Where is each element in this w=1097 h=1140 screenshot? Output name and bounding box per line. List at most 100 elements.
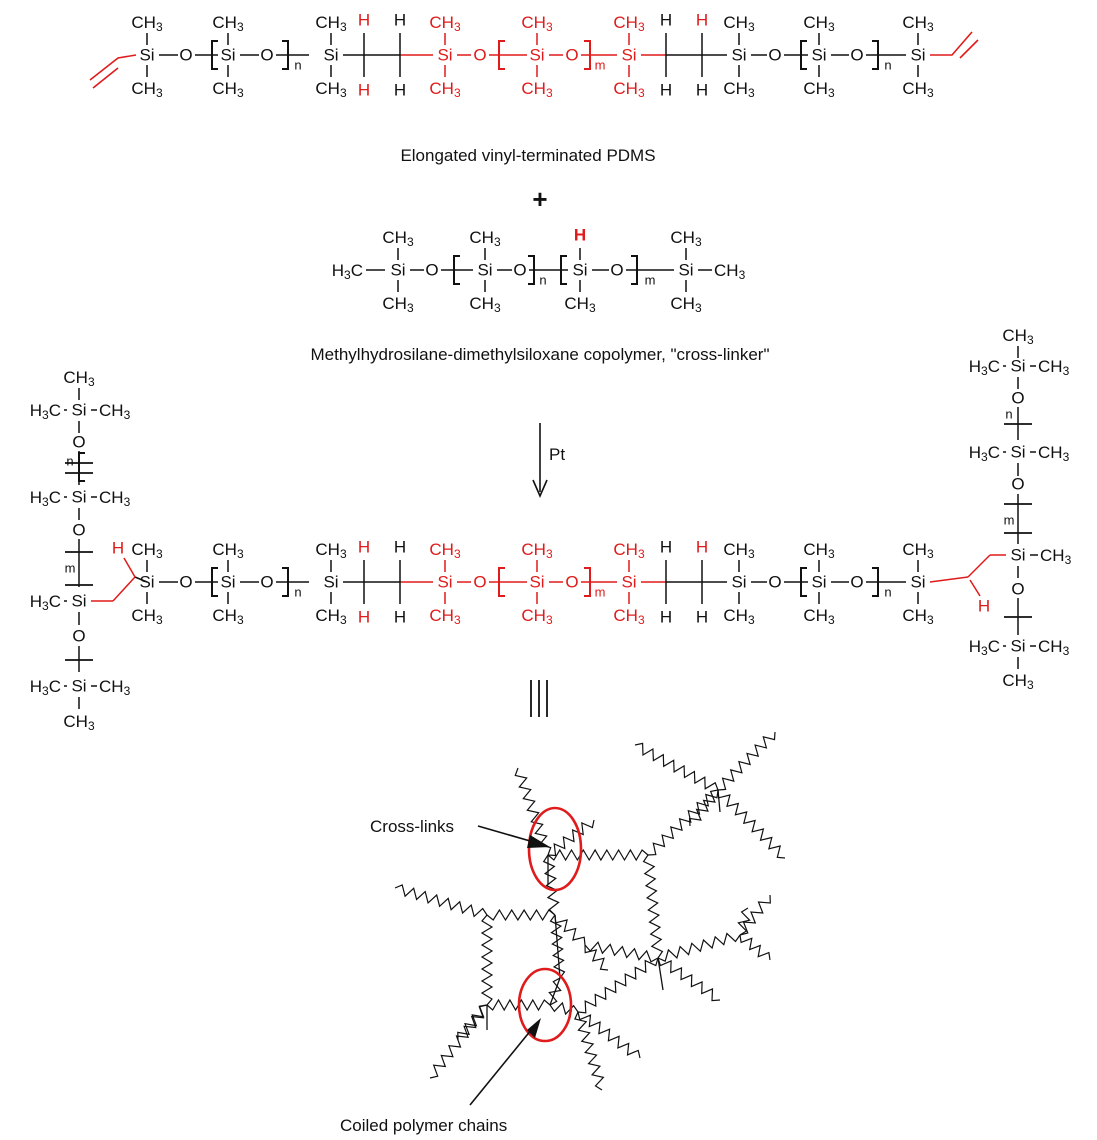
silicon-atom: Si bbox=[731, 46, 746, 65]
silicon-atom: Si bbox=[323, 573, 338, 592]
cross-link-bond bbox=[717, 789, 721, 813]
methyl-group: CH3 bbox=[521, 13, 553, 35]
methyl-group: CH3 bbox=[1002, 671, 1034, 693]
bond bbox=[211, 40, 218, 70]
polymer-chain bbox=[429, 1004, 488, 1079]
methyl-group: CH3 bbox=[63, 368, 95, 390]
polymer-chain bbox=[717, 731, 776, 791]
methyl-group: CH3 bbox=[613, 79, 645, 101]
oxygen-atom: O bbox=[425, 261, 438, 280]
chemical-structures: SiCH3CH3SiCH3CH3SiCH3CH3SiCH3CH3SiCH3CH3… bbox=[30, 11, 1072, 734]
caption-coiled-chains: Coiled polymer chains bbox=[340, 1116, 507, 1135]
bond bbox=[528, 255, 535, 285]
polymer-chain bbox=[394, 884, 488, 918]
methyl-group: CH3 bbox=[803, 79, 835, 101]
bond bbox=[584, 40, 591, 70]
oxygen-atom: O bbox=[72, 433, 85, 452]
silicon-atom: Si bbox=[71, 677, 86, 696]
silicon-atom: Si bbox=[621, 573, 636, 592]
silicon-atom: Si bbox=[437, 573, 452, 592]
polymer-network bbox=[394, 731, 786, 1091]
bond bbox=[498, 567, 505, 597]
methyl-group: H3C bbox=[969, 637, 1000, 659]
repeat-subscript: n bbox=[539, 273, 546, 288]
repeat-subscript: n bbox=[884, 585, 891, 600]
oxygen-atom: O bbox=[179, 46, 192, 65]
hydrogen-atom: H bbox=[394, 11, 406, 30]
oxygen-atom: O bbox=[565, 573, 578, 592]
silicon-atom: Si bbox=[910, 46, 925, 65]
methyl-group: H3C bbox=[30, 677, 61, 699]
polymer-chain bbox=[584, 944, 609, 971]
oxygen-atom: O bbox=[768, 46, 781, 65]
silicon-atom: Si bbox=[731, 573, 746, 592]
methyl-group: CH3 bbox=[902, 13, 934, 35]
polymer-chain bbox=[688, 789, 719, 827]
bond bbox=[282, 40, 289, 70]
coiled-chain-pointer bbox=[469, 1023, 537, 1106]
methyl-group: CH3 bbox=[902, 79, 934, 101]
reactive-si-h-hydrogen: H bbox=[574, 226, 586, 245]
bond bbox=[211, 567, 218, 597]
bond bbox=[92, 67, 119, 89]
bond bbox=[800, 40, 807, 70]
polymer-chain bbox=[634, 742, 719, 791]
bond bbox=[969, 579, 981, 597]
bond bbox=[112, 576, 136, 602]
repeat-subscript: n bbox=[294, 585, 301, 600]
silicon-atom: Si bbox=[437, 46, 452, 65]
bond bbox=[631, 255, 638, 285]
reaction-arrow bbox=[532, 423, 548, 498]
methyl-group: CH3 bbox=[429, 606, 461, 628]
oxygen-atom: O bbox=[513, 261, 526, 280]
caption-vinyl-pdms: Elongated vinyl-terminated PDMS bbox=[400, 146, 655, 165]
silicon-atom: Si bbox=[572, 261, 587, 280]
bond bbox=[872, 567, 879, 597]
methyl-group: CH3 bbox=[521, 606, 553, 628]
polymer-chain bbox=[457, 1004, 488, 1041]
oxygen-atom: O bbox=[260, 46, 273, 65]
methyl-group: CH3 bbox=[212, 606, 244, 628]
bond bbox=[282, 567, 289, 597]
oxygen-atom: O bbox=[1011, 580, 1024, 599]
polymer-chain bbox=[554, 914, 586, 946]
methyl-group: CH3 bbox=[99, 488, 131, 510]
polymer-chain bbox=[717, 789, 786, 859]
methyl-group: H3C bbox=[969, 443, 1000, 465]
network-callouts bbox=[469, 806, 583, 1106]
polymer-chain bbox=[584, 941, 659, 963]
oxygen-atom: O bbox=[179, 573, 192, 592]
repeat-subscript: m bbox=[1004, 513, 1015, 528]
methyl-group: CH3 bbox=[99, 401, 131, 423]
methyl-group: H3C bbox=[332, 261, 363, 283]
repeat-subscript: m bbox=[595, 58, 606, 73]
polymer-chain bbox=[657, 957, 721, 1002]
methyl-group: CH3 bbox=[521, 79, 553, 101]
methyl-group: CH3 bbox=[1038, 443, 1070, 465]
polymer-chain bbox=[577, 957, 659, 1014]
hydrogen-atom: H bbox=[394, 81, 406, 100]
bond bbox=[123, 557, 136, 578]
polymer-chain bbox=[547, 819, 595, 857]
methyl-group: CH3 bbox=[1038, 357, 1070, 379]
silicon-atom: Si bbox=[678, 261, 693, 280]
methyl-group: CH3 bbox=[212, 79, 244, 101]
hydrogen-atom: H bbox=[660, 538, 672, 557]
hydrogen-atom: H bbox=[660, 81, 672, 100]
cross-link-bond bbox=[554, 914, 561, 979]
repeat-subscript: m bbox=[65, 561, 76, 576]
silicon-atom: Si bbox=[220, 46, 235, 65]
oxygen-atom: O bbox=[473, 573, 486, 592]
polymer-chain bbox=[514, 767, 552, 856]
equivalence-sign bbox=[530, 680, 548, 717]
hydrogen-atom: H bbox=[696, 538, 708, 557]
bond bbox=[78, 452, 85, 482]
methyl-group: CH3 bbox=[131, 13, 163, 35]
coiled-chain-pointer-head bbox=[527, 1018, 541, 1038]
oxygen-atom: O bbox=[260, 573, 273, 592]
methyl-group: CH3 bbox=[315, 540, 347, 562]
silicon-atom: Si bbox=[71, 592, 86, 611]
cross-link-bond bbox=[657, 957, 664, 991]
